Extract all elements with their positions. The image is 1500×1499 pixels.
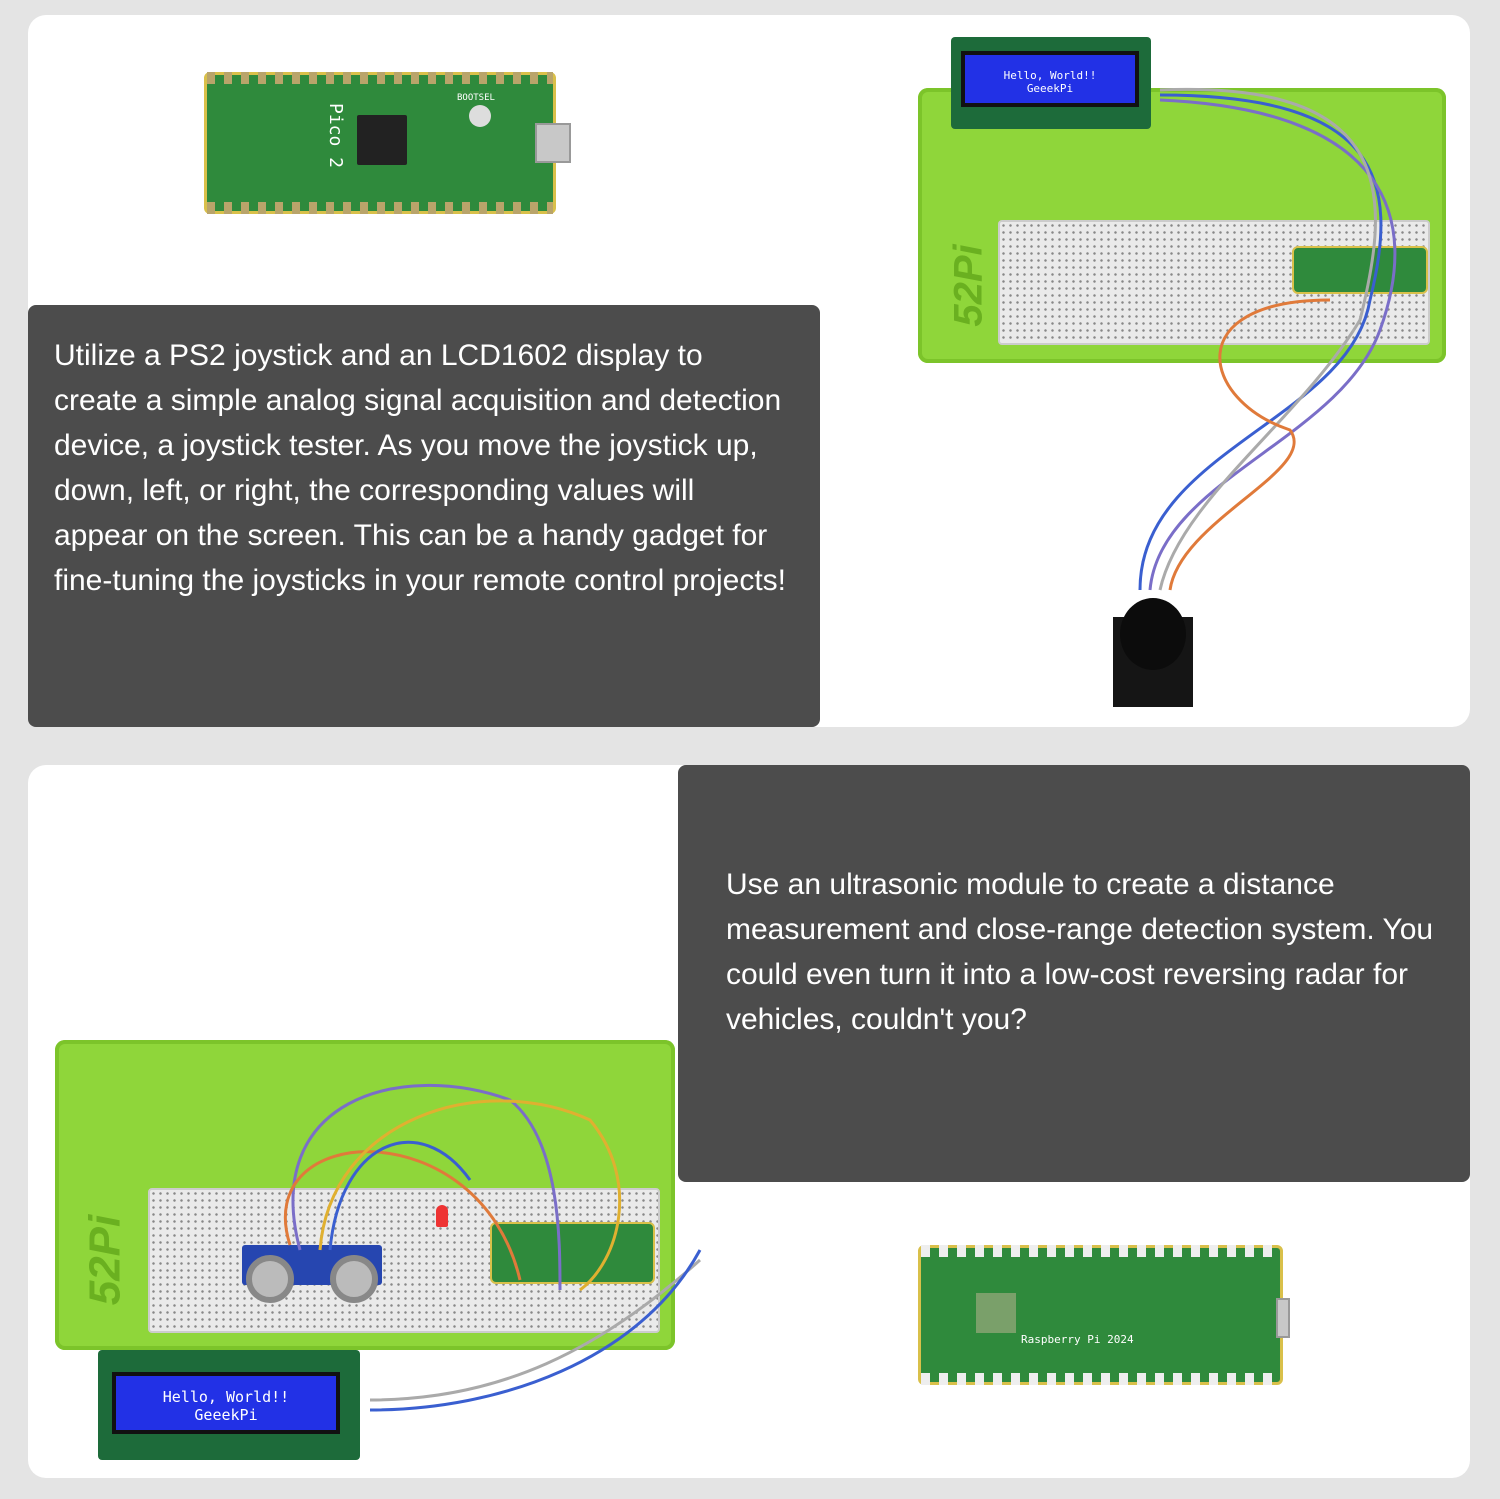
plate-logo: 52Pi xyxy=(946,244,991,327)
joystick-description: Utilize a PS2 joystick and an LCD1602 di… xyxy=(28,305,820,727)
board-label: Pico 2 xyxy=(325,102,347,169)
pico2-board-front: Pico 2 BOOTSEL xyxy=(204,72,571,214)
lcd1602-display: Hello, World!! GeeekPi xyxy=(951,37,1151,129)
ultrasonic-module xyxy=(242,1245,382,1303)
pico-board-mounted xyxy=(1292,246,1428,294)
pico-board-mounted-bottom xyxy=(490,1222,655,1284)
usb-port xyxy=(535,123,571,163)
pico2-board-back: Raspberry Pi 2024 xyxy=(918,1245,1290,1385)
lcd1602-display-bottom: Hello, World!! GeeekPi xyxy=(98,1350,360,1460)
bootsel-label: BOOTSEL xyxy=(457,93,495,103)
joystick-knob xyxy=(1120,598,1186,670)
ultrasonic-description: Use an ultrasonic module to create a dis… xyxy=(678,765,1470,1182)
board-back-label: Raspberry Pi 2024 xyxy=(1021,1333,1134,1346)
red-led xyxy=(436,1205,448,1227)
